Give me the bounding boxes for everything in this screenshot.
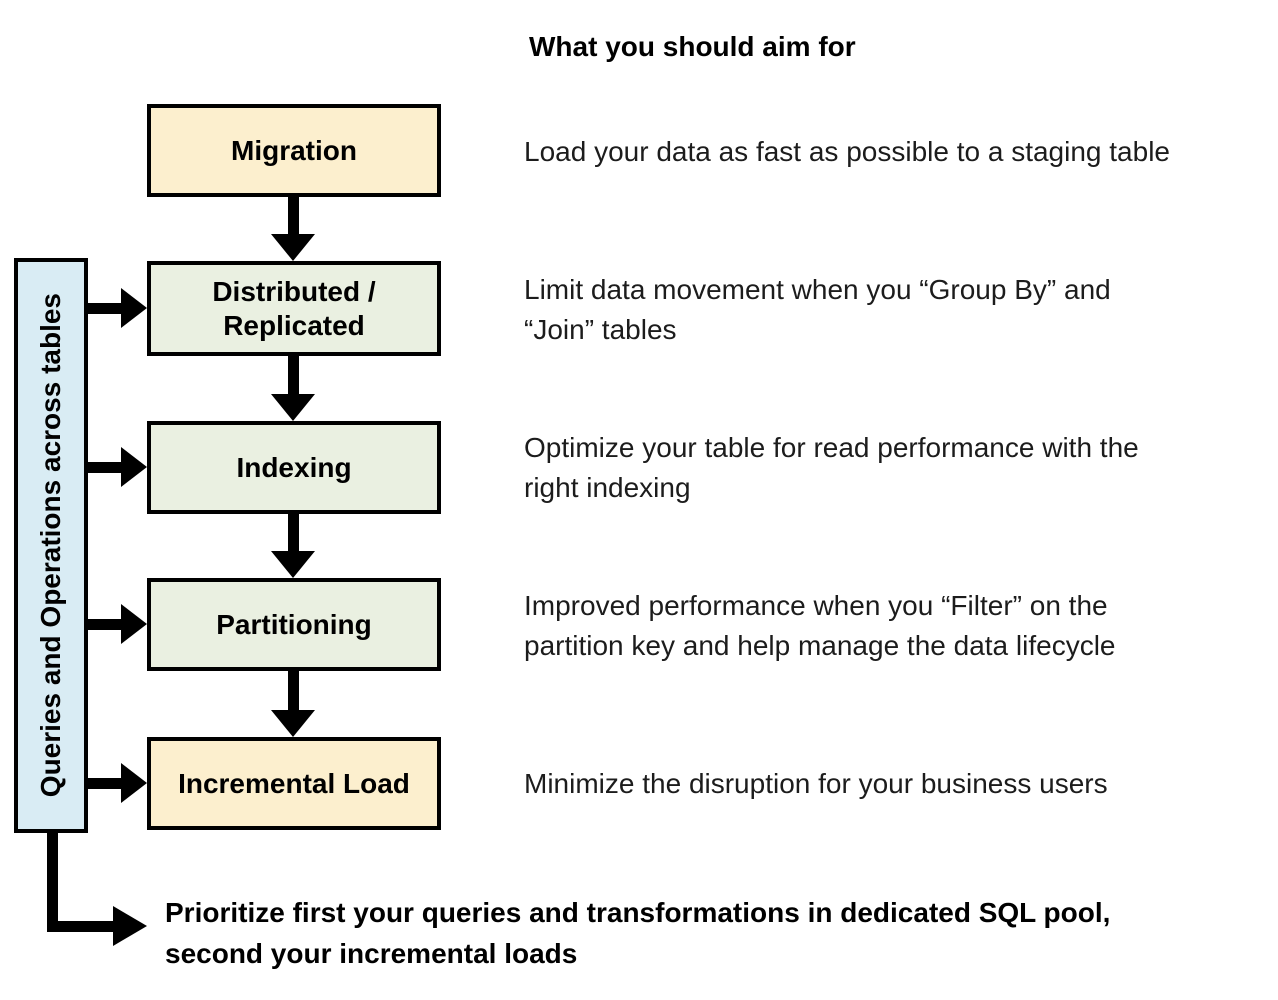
aim-line: Improved performance when you “Filter” o… — [524, 590, 1108, 621]
arrow-shaft — [88, 619, 122, 630]
flow-box-incremental-load: Incremental Load — [147, 737, 441, 830]
arrow-head — [271, 234, 315, 261]
aim-line: Load your data as fast as possible to a … — [524, 136, 1170, 167]
flow-box-label: Distributed / Replicated — [212, 275, 376, 341]
down-arrow-icon — [271, 671, 316, 737]
elbow-connector-vertical — [47, 831, 58, 932]
arrow-shaft — [88, 462, 122, 473]
sidebar-label: Queries and Operations across tables — [35, 293, 66, 798]
queries-operations-sidebar: Queries and Operations across tables — [14, 258, 88, 833]
flow-box-migration: Migration — [147, 104, 441, 197]
down-arrow-icon — [271, 356, 316, 421]
arrow-shaft — [88, 303, 122, 314]
arrow-shaft — [288, 514, 299, 552]
right-arrow-icon — [113, 906, 147, 946]
aim-description-migration: Load your data as fast as possible to a … — [524, 132, 1244, 172]
arrow-head — [121, 447, 147, 487]
aims-heading: What you should aim for — [529, 31, 856, 62]
right-arrow-icon — [88, 447, 147, 487]
aim-line: Optimize your table for read performance… — [524, 432, 1139, 463]
flow-box-label: Partitioning — [216, 608, 372, 640]
arrow-shaft — [288, 197, 299, 235]
aim-line: Limit data movement when you “Group By” … — [524, 274, 1111, 305]
aim-description-indexing: Optimize your table for read performance… — [524, 428, 1244, 508]
arrow-head — [121, 604, 147, 644]
flow-box-label: Migration — [231, 134, 357, 166]
right-arrow-icon — [88, 763, 147, 803]
right-arrow-icon — [88, 604, 147, 644]
footnote-line: Prioritize first your queries and transf… — [165, 897, 1111, 928]
arrow-head — [271, 551, 315, 578]
flow-box-distributed-replicated: Distributed / Replicated — [147, 261, 441, 356]
footnote-line: second your incremental loads — [165, 938, 578, 969]
aim-line: partition key and help manage the data l… — [524, 630, 1116, 661]
arrow-head — [121, 763, 147, 803]
arrow-head — [121, 288, 147, 328]
flow-box-label: Incremental Load — [178, 767, 410, 799]
aim-description-incremental-load: Minimize the disruption for your busines… — [524, 764, 1244, 804]
priority-footnote: Prioritize first your queries and transf… — [165, 892, 1225, 974]
arrow-shaft — [88, 778, 122, 789]
arrow-shaft — [288, 356, 299, 395]
down-arrow-icon — [271, 514, 316, 578]
aim-line: Minimize the disruption for your busines… — [524, 768, 1108, 799]
aim-description-partitioning: Improved performance when you “Filter” o… — [524, 586, 1244, 666]
elbow-connector-horizontal — [47, 921, 113, 932]
down-arrow-icon — [271, 197, 316, 261]
right-arrow-icon — [88, 288, 147, 328]
aim-description-distributed: Limit data movement when you “Group By” … — [524, 270, 1244, 350]
flow-box-indexing: Indexing — [147, 421, 441, 514]
flow-box-partitioning: Partitioning — [147, 578, 441, 671]
arrow-head — [271, 710, 315, 737]
aim-line: right indexing — [524, 472, 691, 503]
arrow-shaft — [288, 671, 299, 711]
aim-line: “Join” tables — [524, 314, 677, 345]
arrow-head — [271, 394, 315, 421]
flow-box-label: Indexing — [236, 451, 352, 483]
